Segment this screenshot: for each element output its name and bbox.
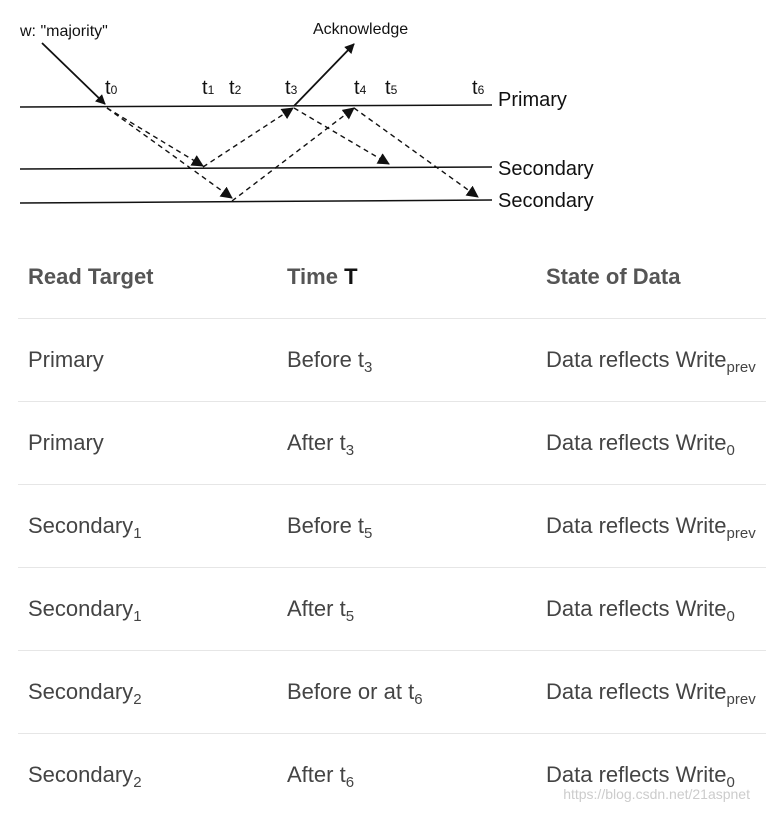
header-state-of-data: State of Data xyxy=(536,236,766,319)
cell-state: Data reflects Writeprev xyxy=(536,651,766,734)
secondary2-timeline xyxy=(20,200,492,203)
replicate-to-secondary2-arrow xyxy=(107,108,232,198)
secondary2-label: Secondary xyxy=(498,190,594,212)
cell-state: Data reflects Write0 xyxy=(536,734,766,816)
secondary1-timeline xyxy=(20,167,492,169)
cell-read-target: Secondary2 xyxy=(18,651,277,734)
cell-state: Data reflects Writeprev xyxy=(536,319,766,402)
cell-time: After t6 xyxy=(277,734,536,816)
acknowledge-label: Acknowledge xyxy=(313,21,408,38)
tick-t3: t3 xyxy=(285,77,298,99)
cell-time: Before t3 xyxy=(277,319,536,402)
secondary2-ack-to-primary-arrow xyxy=(232,108,354,201)
header-read-target: Read Target xyxy=(18,236,277,319)
cell-read-target: Primary xyxy=(18,319,277,402)
cell-read-target: Secondary1 xyxy=(18,485,277,568)
table-header-row: Read Target Time T State of Data xyxy=(18,236,766,319)
cell-time: After t3 xyxy=(277,402,536,485)
tick-t2: t2 xyxy=(229,77,242,99)
primary-label: Primary xyxy=(498,89,567,111)
write-request-arrow xyxy=(42,43,105,104)
tick-t4: t4 xyxy=(354,77,367,99)
secondary1-ack-to-primary-arrow xyxy=(203,108,293,167)
watermark: https://blog.csdn.net/21aspnet xyxy=(563,786,750,802)
tick-t5: t5 xyxy=(385,77,398,99)
cell-read-target: Primary xyxy=(18,402,277,485)
secondary1-label: Secondary xyxy=(498,158,594,180)
write-concern-label: w: "majority" xyxy=(19,23,108,40)
cell-time: After t5 xyxy=(277,568,536,651)
commit-notify-secondary1-arrow xyxy=(294,108,389,164)
cell-state: Data reflects Writeprev xyxy=(536,485,766,568)
cell-read-target: Secondary1 xyxy=(18,568,277,651)
acknowledge-arrow xyxy=(294,44,354,106)
tick-t0: t0 xyxy=(105,77,118,99)
commit-notify-secondary2-arrow xyxy=(354,108,478,197)
tick-t6: t6 xyxy=(472,77,485,99)
tick-t1: t1 xyxy=(202,77,215,99)
primary-timeline xyxy=(20,105,492,107)
header-time: Time T xyxy=(277,236,536,319)
cell-state: Data reflects Write0 xyxy=(536,568,766,651)
read-state-table: Read Target Time T State of Data Primary… xyxy=(18,236,766,816)
cell-time: Before or at t6 xyxy=(277,651,536,734)
replication-timeline-diagram: w: "majority" Acknowledge Primary Second… xyxy=(0,0,770,220)
cell-time: Before t5 xyxy=(277,485,536,568)
replicate-to-secondary1-arrow xyxy=(107,108,203,166)
cell-state: Data reflects Write0 xyxy=(536,402,766,485)
cell-read-target: Secondary2 xyxy=(18,734,277,816)
